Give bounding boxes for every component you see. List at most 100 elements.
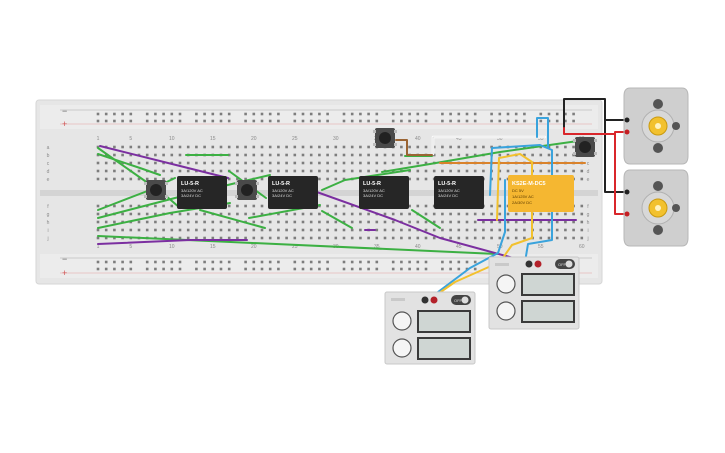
breadboard-hole[interactable] bbox=[219, 267, 223, 271]
breadboard-hole[interactable] bbox=[539, 119, 543, 123]
breadboard-hole[interactable] bbox=[129, 112, 133, 116]
breadboard-hole[interactable] bbox=[432, 169, 436, 173]
breadboard-hole[interactable] bbox=[441, 119, 444, 123]
breadboard-hole[interactable] bbox=[572, 212, 575, 216]
breadboard-hole[interactable] bbox=[121, 177, 124, 181]
breadboard-hole[interactable] bbox=[252, 112, 256, 116]
breadboard-hole[interactable] bbox=[326, 228, 329, 232]
breadboard-hole[interactable] bbox=[408, 161, 411, 165]
breadboard-hole[interactable] bbox=[277, 153, 280, 157]
pushbutton[interactable] bbox=[144, 180, 168, 200]
breadboard-hole[interactable] bbox=[260, 236, 264, 240]
breadboard-hole[interactable] bbox=[342, 267, 346, 271]
breadboard-hole[interactable] bbox=[457, 145, 461, 149]
breadboard-hole[interactable] bbox=[178, 145, 182, 149]
black-wire[interactable] bbox=[604, 119, 625, 193]
breadboard-hole[interactable] bbox=[350, 119, 354, 123]
breadboard-hole[interactable] bbox=[555, 153, 559, 157]
breadboard-hole[interactable] bbox=[227, 161, 231, 165]
breadboard-hole[interactable] bbox=[252, 169, 256, 173]
breadboard-hole[interactable] bbox=[367, 119, 370, 123]
breadboard-hole[interactable] bbox=[129, 228, 133, 232]
breadboard-hole[interactable] bbox=[260, 145, 264, 149]
breadboard-hole[interactable] bbox=[350, 236, 354, 240]
breadboard-hole[interactable] bbox=[424, 267, 428, 271]
breadboard-hole[interactable] bbox=[523, 220, 526, 224]
breadboard-hole[interactable] bbox=[367, 236, 370, 240]
breadboard-hole[interactable] bbox=[334, 212, 338, 216]
breadboard-hole[interactable] bbox=[383, 220, 387, 224]
breadboard-hole[interactable] bbox=[523, 169, 526, 173]
breadboard-hole[interactable] bbox=[154, 177, 157, 181]
breadboard-hole[interactable] bbox=[178, 161, 182, 165]
breadboard-hole[interactable] bbox=[342, 228, 346, 232]
breadboard-hole[interactable] bbox=[375, 112, 379, 116]
breadboard-hole[interactable] bbox=[137, 161, 141, 165]
breadboard-hole[interactable] bbox=[564, 169, 567, 173]
breadboard-hole[interactable] bbox=[227, 228, 231, 232]
breadboard-hole[interactable] bbox=[244, 145, 247, 149]
breadboard-hole[interactable] bbox=[195, 145, 198, 149]
breadboard-hole[interactable] bbox=[473, 267, 477, 271]
breadboard-hole[interactable] bbox=[539, 236, 543, 240]
breadboard-hole[interactable] bbox=[170, 236, 174, 240]
breadboard-hole[interactable] bbox=[375, 119, 379, 123]
breadboard-hole[interactable] bbox=[309, 112, 313, 116]
breadboard-hole[interactable] bbox=[170, 169, 174, 173]
breadboard-hole[interactable] bbox=[260, 212, 264, 216]
pushbutton[interactable] bbox=[373, 128, 397, 148]
breadboard-hole[interactable] bbox=[137, 220, 141, 224]
breadboard-hole[interactable] bbox=[203, 236, 206, 240]
breadboard-hole[interactable] bbox=[326, 169, 329, 173]
breadboard-hole[interactable] bbox=[244, 228, 247, 232]
breadboard-hole[interactable] bbox=[367, 161, 370, 165]
breadboard-hole[interactable] bbox=[408, 112, 411, 116]
breadboard-hole[interactable] bbox=[457, 220, 461, 224]
terminal-red[interactable] bbox=[534, 260, 542, 268]
breadboard-hole[interactable] bbox=[186, 169, 190, 173]
breadboard-hole[interactable] bbox=[137, 145, 141, 149]
breadboard-hole[interactable] bbox=[211, 161, 215, 165]
breadboard-hole[interactable] bbox=[441, 153, 444, 157]
breadboard-hole[interactable] bbox=[465, 119, 469, 123]
breadboard-hole[interactable] bbox=[555, 169, 559, 173]
breadboard-hole[interactable] bbox=[318, 161, 321, 165]
breadboard-hole[interactable] bbox=[318, 228, 321, 232]
breadboard-hole[interactable] bbox=[416, 204, 420, 208]
breadboard-hole[interactable] bbox=[186, 228, 190, 232]
breadboard-hole[interactable] bbox=[359, 153, 362, 157]
breadboard-hole[interactable] bbox=[104, 212, 108, 216]
breadboard-hole[interactable] bbox=[416, 236, 420, 240]
breadboard-hole[interactable] bbox=[301, 119, 305, 123]
breadboard-hole[interactable] bbox=[285, 212, 288, 216]
breadboard-hole[interactable] bbox=[203, 212, 206, 216]
breadboard-hole[interactable] bbox=[186, 220, 190, 224]
breadboard-hole[interactable] bbox=[498, 177, 502, 181]
breadboard-hole[interactable] bbox=[121, 119, 124, 123]
breadboard-hole[interactable] bbox=[121, 153, 124, 157]
breadboard-hole[interactable] bbox=[326, 260, 329, 264]
breadboard-hole[interactable] bbox=[506, 212, 510, 216]
breadboard-hole[interactable] bbox=[211, 267, 215, 271]
breadboard-hole[interactable] bbox=[268, 112, 272, 116]
breadboard-hole[interactable] bbox=[367, 267, 370, 271]
breadboard-hole[interactable] bbox=[359, 236, 362, 240]
breadboard-hole[interactable] bbox=[400, 267, 403, 271]
breadboard-hole[interactable] bbox=[129, 177, 133, 181]
breadboard-hole[interactable] bbox=[195, 212, 198, 216]
breadboard-hole[interactable] bbox=[113, 236, 116, 240]
green-wire[interactable] bbox=[199, 209, 266, 229]
breadboard-hole[interactable] bbox=[236, 204, 239, 208]
breadboard-hole[interactable] bbox=[400, 212, 403, 216]
breadboard-hole[interactable] bbox=[506, 119, 510, 123]
breadboard-hole[interactable] bbox=[555, 220, 559, 224]
breadboard-hole[interactable] bbox=[367, 112, 370, 116]
breadboard-hole[interactable] bbox=[342, 212, 346, 216]
breadboard-hole[interactable] bbox=[203, 112, 206, 116]
breadboard-hole[interactable] bbox=[408, 228, 411, 232]
breadboard-hole[interactable] bbox=[219, 228, 223, 232]
breadboard-hole[interactable] bbox=[162, 153, 165, 157]
breadboard-hole[interactable] bbox=[113, 204, 116, 208]
breadboard-hole[interactable] bbox=[539, 153, 543, 157]
breadboard-hole[interactable] bbox=[400, 228, 403, 232]
